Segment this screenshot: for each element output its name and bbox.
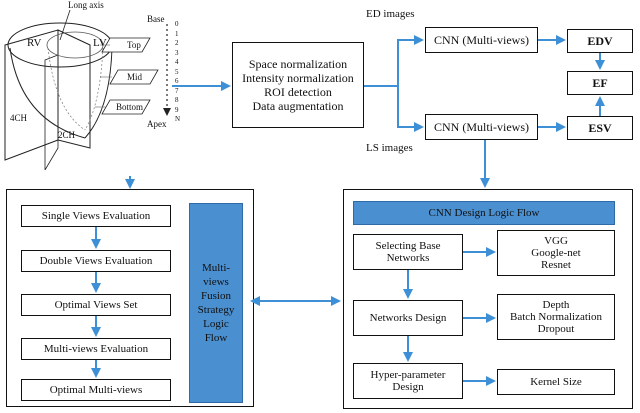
preprocess-line-1: Space normalization — [248, 57, 348, 71]
fusion-line-2: views — [203, 276, 229, 288]
scale-tick-label: 0 — [175, 20, 179, 28]
option-depth: Depth — [542, 299, 570, 311]
option-dropout: Dropout — [537, 323, 575, 335]
scale-tick-label: 4 — [175, 58, 179, 66]
fusion-line-3: Fusion — [201, 290, 231, 302]
heart-illustration: Long axis RV LV Base Top Mid Bottom Apex… — [0, 0, 200, 172]
apex-label: Apex — [147, 119, 167, 129]
fusion-line-5: Logic — [203, 318, 229, 330]
step-single-views: Single Views Evaluation — [21, 205, 171, 227]
networks-design-box: Networks Design — [353, 300, 463, 336]
lv-label: LV — [93, 37, 107, 49]
fusion-line-1: Multi- — [201, 262, 231, 274]
step-optimal-views-set: Optimal Views Set — [21, 294, 171, 316]
scale-tick-label: 3 — [175, 48, 179, 57]
base-networks-list: VGG Google-net Resnet — [497, 230, 615, 276]
ef-box: EF — [567, 71, 633, 95]
select-base-line-2: Networks — [386, 252, 430, 264]
design-options-list: Depth Batch Normalization Dropout — [497, 294, 615, 340]
2ch-label: 2CH — [58, 130, 76, 140]
preprocess-line-2: Intensity normalization — [242, 71, 354, 85]
networks-design-label: Networks Design — [369, 312, 447, 324]
base-label: Base — [147, 14, 165, 24]
scale-tick-label: 5 — [175, 67, 179, 76]
4ch-label: 4CH — [10, 113, 28, 123]
network-googlenet: Google-net — [531, 247, 581, 259]
preprocess-line-3: ROI detection — [264, 85, 332, 99]
select-base-networks-box: Selecting Base Networks — [353, 234, 463, 270]
preprocessing-box: Space normalization Intensity normalizat… — [232, 42, 364, 128]
ed-images-label: ED images — [366, 8, 415, 20]
scale-tick-label: 8 — [175, 96, 179, 104]
scale-tick-label: 2 — [175, 39, 179, 47]
esv-box: ESV — [567, 116, 633, 140]
fusion-strategy-label: Multi- views Fusion Strategy Logic Flow — [189, 203, 243, 403]
fusion-line-4: Strategy — [197, 304, 235, 316]
scale-tick-label: N — [175, 115, 181, 123]
fusion-line-6: Flow — [204, 332, 228, 344]
top-label: Top — [127, 40, 141, 50]
step-multi-views-eval: Multi-views Evaluation — [21, 338, 171, 360]
rv-label: RV — [27, 37, 42, 49]
scale-tick-label: 7 — [175, 86, 179, 95]
scale-tick-label: 6 — [175, 77, 179, 85]
preprocess-line-4: Data augmentation — [252, 99, 344, 113]
kernel-size-box: Kernel Size — [497, 369, 615, 395]
scale-tick-label: 9 — [175, 105, 179, 114]
step-optimal-multi-views: Optimal Multi-views — [21, 379, 171, 401]
cnn-bottom-box: CNN (Multi-views) — [425, 114, 538, 140]
ls-images-label: LS images — [366, 142, 413, 154]
long-axis-label: Long axis — [68, 0, 104, 10]
select-base-line-1: Selecting Base — [375, 240, 441, 252]
scale-tick-label: 1 — [175, 29, 179, 38]
option-batchnorm: Batch Normalization — [510, 311, 602, 323]
heart-drawing — [4, 9, 171, 172]
cnn-design-header: CNN Design Logic Flow — [353, 201, 615, 225]
kernel-size-label: Kernel Size — [530, 376, 582, 388]
cnn-top-box: CNN (Multi-views) — [425, 27, 538, 53]
network-resnet: Resnet — [541, 259, 571, 271]
step-double-views: Double Views Evaluation — [21, 250, 171, 272]
bottom-label: Bottom — [116, 102, 144, 112]
hyper-param-line-1: Hyper-parameter — [370, 369, 446, 381]
edv-box: EDV — [567, 29, 633, 53]
mid-label: Mid — [127, 72, 143, 82]
network-vgg: VGG — [544, 235, 568, 247]
hyper-parameter-box: Hyper-parameter Design — [353, 363, 463, 399]
hyper-param-line-2: Design — [392, 381, 424, 393]
